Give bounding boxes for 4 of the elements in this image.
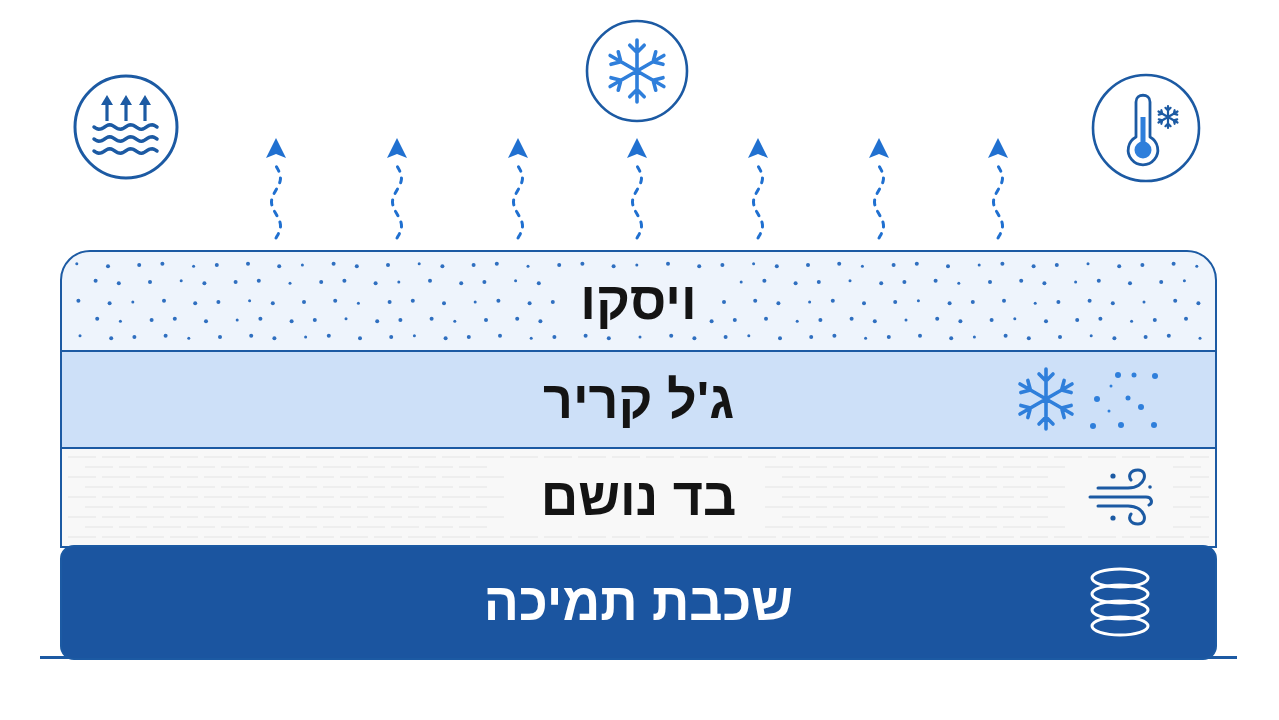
layer-band: ויסקו [60,250,1217,353]
layer-band: בד נושם [60,447,1217,548]
layer-band: ג'ל קריר [60,350,1217,450]
layer-band: שכבת תמיכה [60,545,1217,660]
